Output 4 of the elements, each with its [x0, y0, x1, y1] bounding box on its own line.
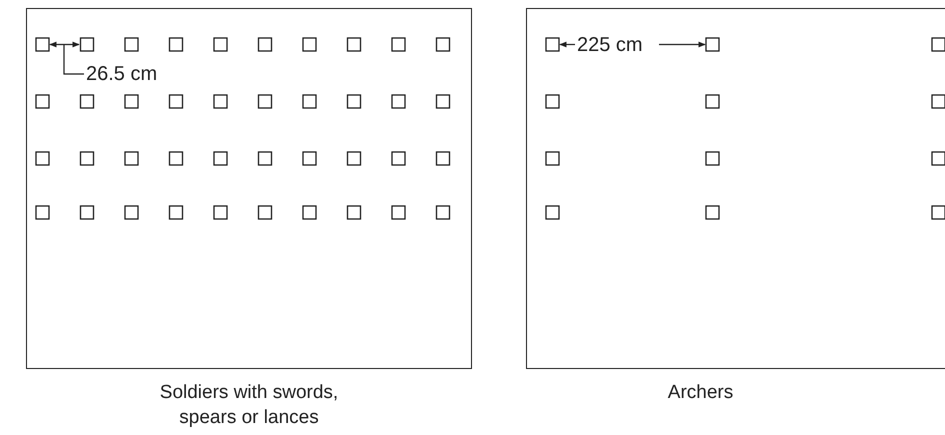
dimension-label: 26.5 cm [86, 63, 158, 85]
panel-caption: Soldiers with swords, spears or lances [158, 381, 340, 430]
dimension-label: 225 cm [577, 34, 643, 56]
panel-caption: Archers [666, 381, 734, 405]
